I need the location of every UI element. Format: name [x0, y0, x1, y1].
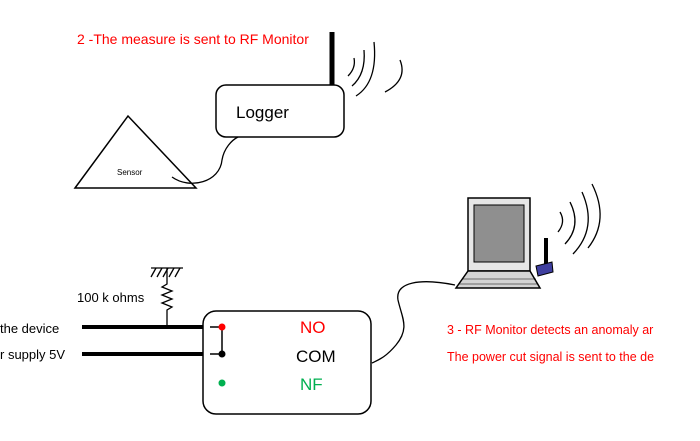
logger-box: [215, 84, 345, 138]
resistor-icon: [160, 280, 174, 326]
relay-jumper: [210, 326, 223, 355]
sensor-label: Sensor: [117, 168, 143, 177]
rf-dongle-icon: [535, 238, 554, 277]
sensor-logger-cable: [171, 136, 239, 184]
step3-caption-line2: The power cut signal is sent to the de: [447, 350, 654, 364]
resistor-label: 100 k ohms: [77, 290, 145, 305]
laptop-wifi-waves-icon: [557, 183, 601, 255]
nf-label: NF: [300, 375, 323, 394]
logger-label: Logger: [236, 103, 289, 122]
com-contact-dot: [218, 350, 226, 358]
step3-caption-line1: 3 - RF Monitor detects an anomaly ar: [447, 323, 653, 337]
supply-wire-label: r supply 5V: [0, 347, 65, 362]
step2-caption: 2 -The measure is sent to RF Monitor: [77, 31, 309, 47]
com-label: COM: [296, 347, 336, 366]
nf-contact-dot: [218, 379, 226, 387]
laptop-relay-cable: [371, 281, 456, 364]
laptop-icon: [454, 197, 542, 289]
logger-wifi-waves-icon: [347, 41, 403, 97]
no-label: NO: [300, 318, 326, 337]
device-wire-label: the device: [0, 321, 59, 336]
ground-icon: [150, 267, 183, 280]
sensor-triangle: [73, 114, 198, 189]
no-contact-dot: [218, 323, 226, 331]
relay-box: [202, 310, 372, 415]
